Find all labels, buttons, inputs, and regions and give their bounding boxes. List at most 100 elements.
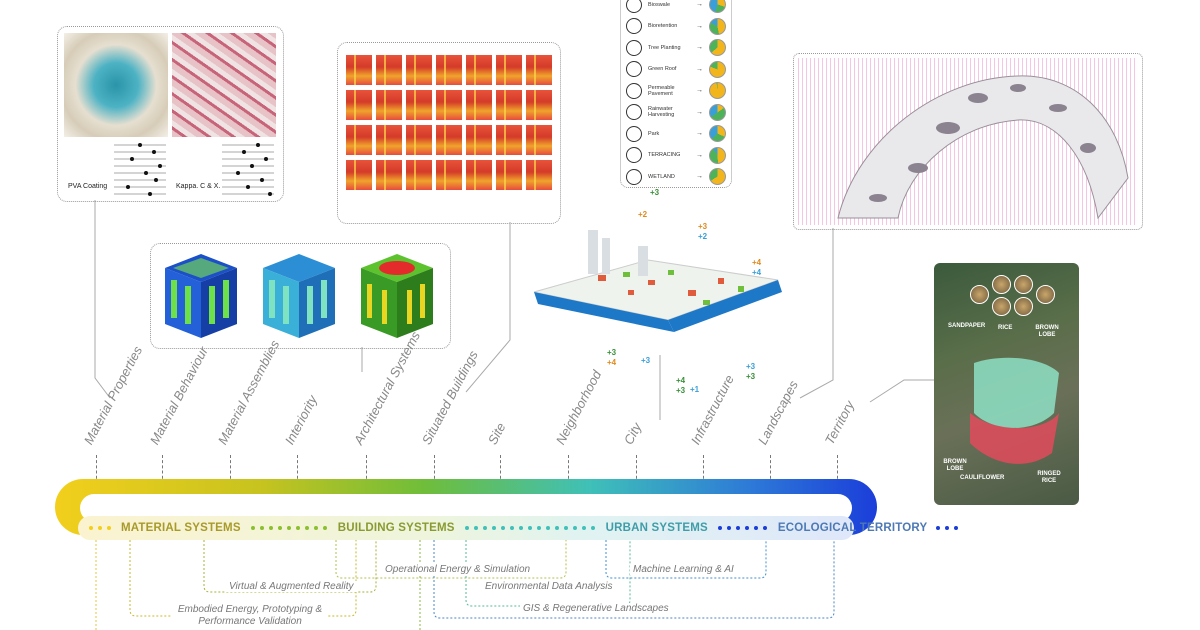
urban-legend-item: Green Roof → <box>626 60 726 78</box>
arrow-right-icon: → <box>696 151 703 159</box>
urban-legend-label: Bioswale <box>648 1 671 8</box>
method-label: Environmental Data Analysis <box>482 581 616 592</box>
city-score: +4 <box>607 358 617 367</box>
heatmap-cell <box>496 125 522 155</box>
strategy-icon <box>626 125 642 142</box>
city-score: +4 <box>676 376 686 385</box>
structure-cube-2 <box>263 254 335 338</box>
urban-legend-item: TERRACING → <box>626 146 726 164</box>
soil-sample-icon <box>1036 285 1055 304</box>
soil-sample-icon <box>970 285 989 304</box>
city-score: +4 <box>752 258 762 267</box>
urban-legend-item: Park→ <box>626 125 726 142</box>
urban-legend-item: WETLAND→ <box>626 168 726 185</box>
city-axonometric-map <box>533 230 782 332</box>
heatmap-cell <box>346 125 372 155</box>
urban-legend-item: Rainwater Harvesting→ <box>626 103 726 121</box>
heatmap-cell <box>376 90 402 120</box>
heatmap-cell <box>346 90 372 120</box>
arrow-right-icon: → <box>696 130 703 137</box>
city-score: +3 <box>746 362 756 371</box>
urban-legend-item: Bioswale → <box>626 0 726 13</box>
arrow-right-icon: → <box>696 65 703 73</box>
territory-label: RICE <box>998 325 1013 331</box>
city-score: +3 <box>746 372 756 381</box>
strategy-icon <box>626 39 642 56</box>
strategy-pie-chart <box>709 168 726 185</box>
heatmap-cell <box>436 160 462 190</box>
arrow-right-icon: → <box>696 22 703 30</box>
strategy-pie-chart <box>709 39 726 56</box>
strategy-pie-chart <box>709 103 726 121</box>
band-label: URBAN SYSTEMS <box>605 522 708 534</box>
urban-legend-item: Tree Planting → <box>626 39 726 56</box>
band-dots <box>933 526 960 530</box>
terrain-shape <box>837 75 1129 220</box>
urban-legend-label: Tree Planting <box>648 44 681 51</box>
city-score: +2 <box>698 232 708 241</box>
soil-sample-icon <box>992 297 1011 316</box>
kappa-dot-plot <box>222 143 274 196</box>
territory-label: SANDPAPER <box>948 323 986 329</box>
city-score: +3 <box>698 222 708 231</box>
soil-sample-icon <box>1014 275 1033 294</box>
heatmap-cell <box>496 160 522 190</box>
soil-sample-icon <box>1014 297 1033 316</box>
heatmap-cell <box>526 160 552 190</box>
material-properties-panel: PVA Coating Kappa. C & X. <box>57 26 284 202</box>
band-dots <box>249 526 330 530</box>
strategy-icon <box>626 147 642 163</box>
strategy-pie-chart <box>709 146 726 164</box>
heatmap-cell <box>406 125 432 155</box>
heatmap-cell <box>436 90 462 120</box>
method-label: Embodied Energy, Prototyping & Performan… <box>172 604 328 628</box>
landscapes-panel <box>793 53 1143 230</box>
strategy-icon <box>626 168 642 185</box>
heatmap-cell <box>466 55 492 85</box>
arrow-right-icon: → <box>696 1 703 8</box>
urban-legend-item: Permeable Pavement→ <box>626 82 726 99</box>
kappa-caption: Kappa. C & X. <box>176 183 221 190</box>
city-score: +3 <box>676 386 686 395</box>
territory-overlay <box>970 357 1059 464</box>
method-label: Operational Energy & Simulation <box>382 564 534 575</box>
situated-buildings-panel <box>337 42 561 224</box>
structure-cube-3 <box>361 254 433 338</box>
territory-label: CAULIFLOWER <box>960 475 1005 481</box>
heatmap-cell <box>346 160 372 190</box>
city-score: +3 <box>650 188 660 197</box>
heatmap-cell <box>466 125 492 155</box>
urban-legend-label: Rainwater Harvesting <box>648 106 675 118</box>
band-dots <box>716 526 770 530</box>
heatmap-cell <box>526 55 552 85</box>
city-score: +3 <box>641 356 651 365</box>
heatmap-grid <box>346 55 552 190</box>
city-score: +2 <box>638 210 648 219</box>
urban-legend-label: TERRACING <box>648 152 681 158</box>
territory-map: SANDPAPER RICE BROWN LOBE BROWN LOBE CAU… <box>934 263 1079 505</box>
method-label: Machine Learning & AI <box>630 564 737 575</box>
territory-label: BROWN LOBE <box>1035 325 1059 338</box>
heatmap-cell <box>496 55 522 85</box>
heatmap-cell <box>526 90 552 120</box>
method-label: Virtual & Augmented Reality <box>226 581 357 592</box>
band-label: MATERIAL SYSTEMS <box>121 522 241 534</box>
heatmap-cell <box>376 160 402 190</box>
heatmap-cell <box>466 90 492 120</box>
urban-legend-label: Green Roof <box>648 66 677 72</box>
territory-label: RINGED RICE <box>1037 471 1061 484</box>
pva-coating-caption: PVA Coating <box>68 183 108 190</box>
heatmap-cell <box>526 125 552 155</box>
soil-sample-icon <box>992 275 1011 294</box>
urban-legend-item: Bioretention→ <box>626 17 726 35</box>
arrow-right-icon: → <box>696 44 703 51</box>
heatmap-cell <box>406 160 432 190</box>
heatmap-cell <box>376 125 402 155</box>
territory-label: BROWN LOBE <box>943 459 967 472</box>
structure-cube-1 <box>165 254 237 338</box>
strategy-pie-chart <box>709 17 726 35</box>
strategy-icon <box>626 61 642 77</box>
